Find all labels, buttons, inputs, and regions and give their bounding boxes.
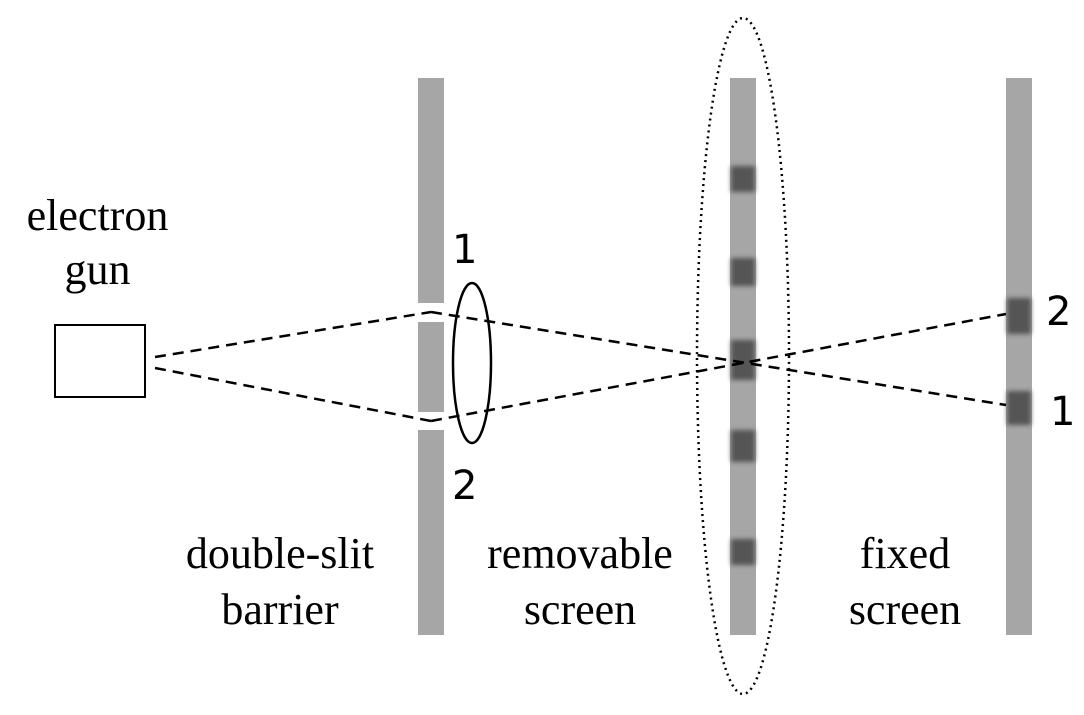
barrier-bottom-segment (418, 430, 444, 635)
barrier-middle-segment (418, 322, 444, 412)
removable-screen-label-line2: screen (523, 585, 637, 634)
interference-spot (731, 166, 755, 192)
path-to-slit-2 (154, 366, 432, 423)
path-to-slit-1 (154, 310, 432, 359)
path-from-slit-1 (430, 310, 1007, 407)
fixed-screen-spot-2 (1007, 298, 1031, 334)
barrier-label-line1: double-slit (185, 529, 375, 578)
electron-gun-label-line2: gun (64, 245, 131, 294)
barrier-label-line2: barrier (221, 585, 339, 634)
removable-screen (730, 78, 756, 635)
interference-spot (731, 539, 755, 565)
fixed-screen-spot-1 (1007, 391, 1031, 425)
fixed-screen-label-line2: screen (848, 585, 962, 634)
slit-1-number: 1 (452, 227, 478, 273)
removable-screen-label-line1: removable (487, 529, 673, 578)
fixed-screen-number-1: 1 (1050, 389, 1076, 435)
path-from-slit-2 (430, 312, 1007, 423)
barrier-top-segment (418, 78, 444, 303)
interference-spot (731, 258, 755, 286)
slit-detector-ellipse (451, 281, 493, 445)
double-slit-barrier (418, 78, 444, 635)
interference-spot (731, 430, 755, 462)
electron-paths (154, 310, 1007, 423)
electron-gun-label-line1: electron (26, 191, 169, 240)
removable-screen-dotted-ellipse (695, 16, 791, 696)
fixed-screen-bar (1006, 78, 1032, 635)
slit-2-number: 2 (452, 463, 478, 509)
fixed-screen (1006, 78, 1032, 635)
fixed-screen-number-2: 2 (1046, 289, 1072, 335)
electron-gun-box (54, 324, 146, 398)
fixed-screen-label-line1: fixed (859, 529, 951, 578)
